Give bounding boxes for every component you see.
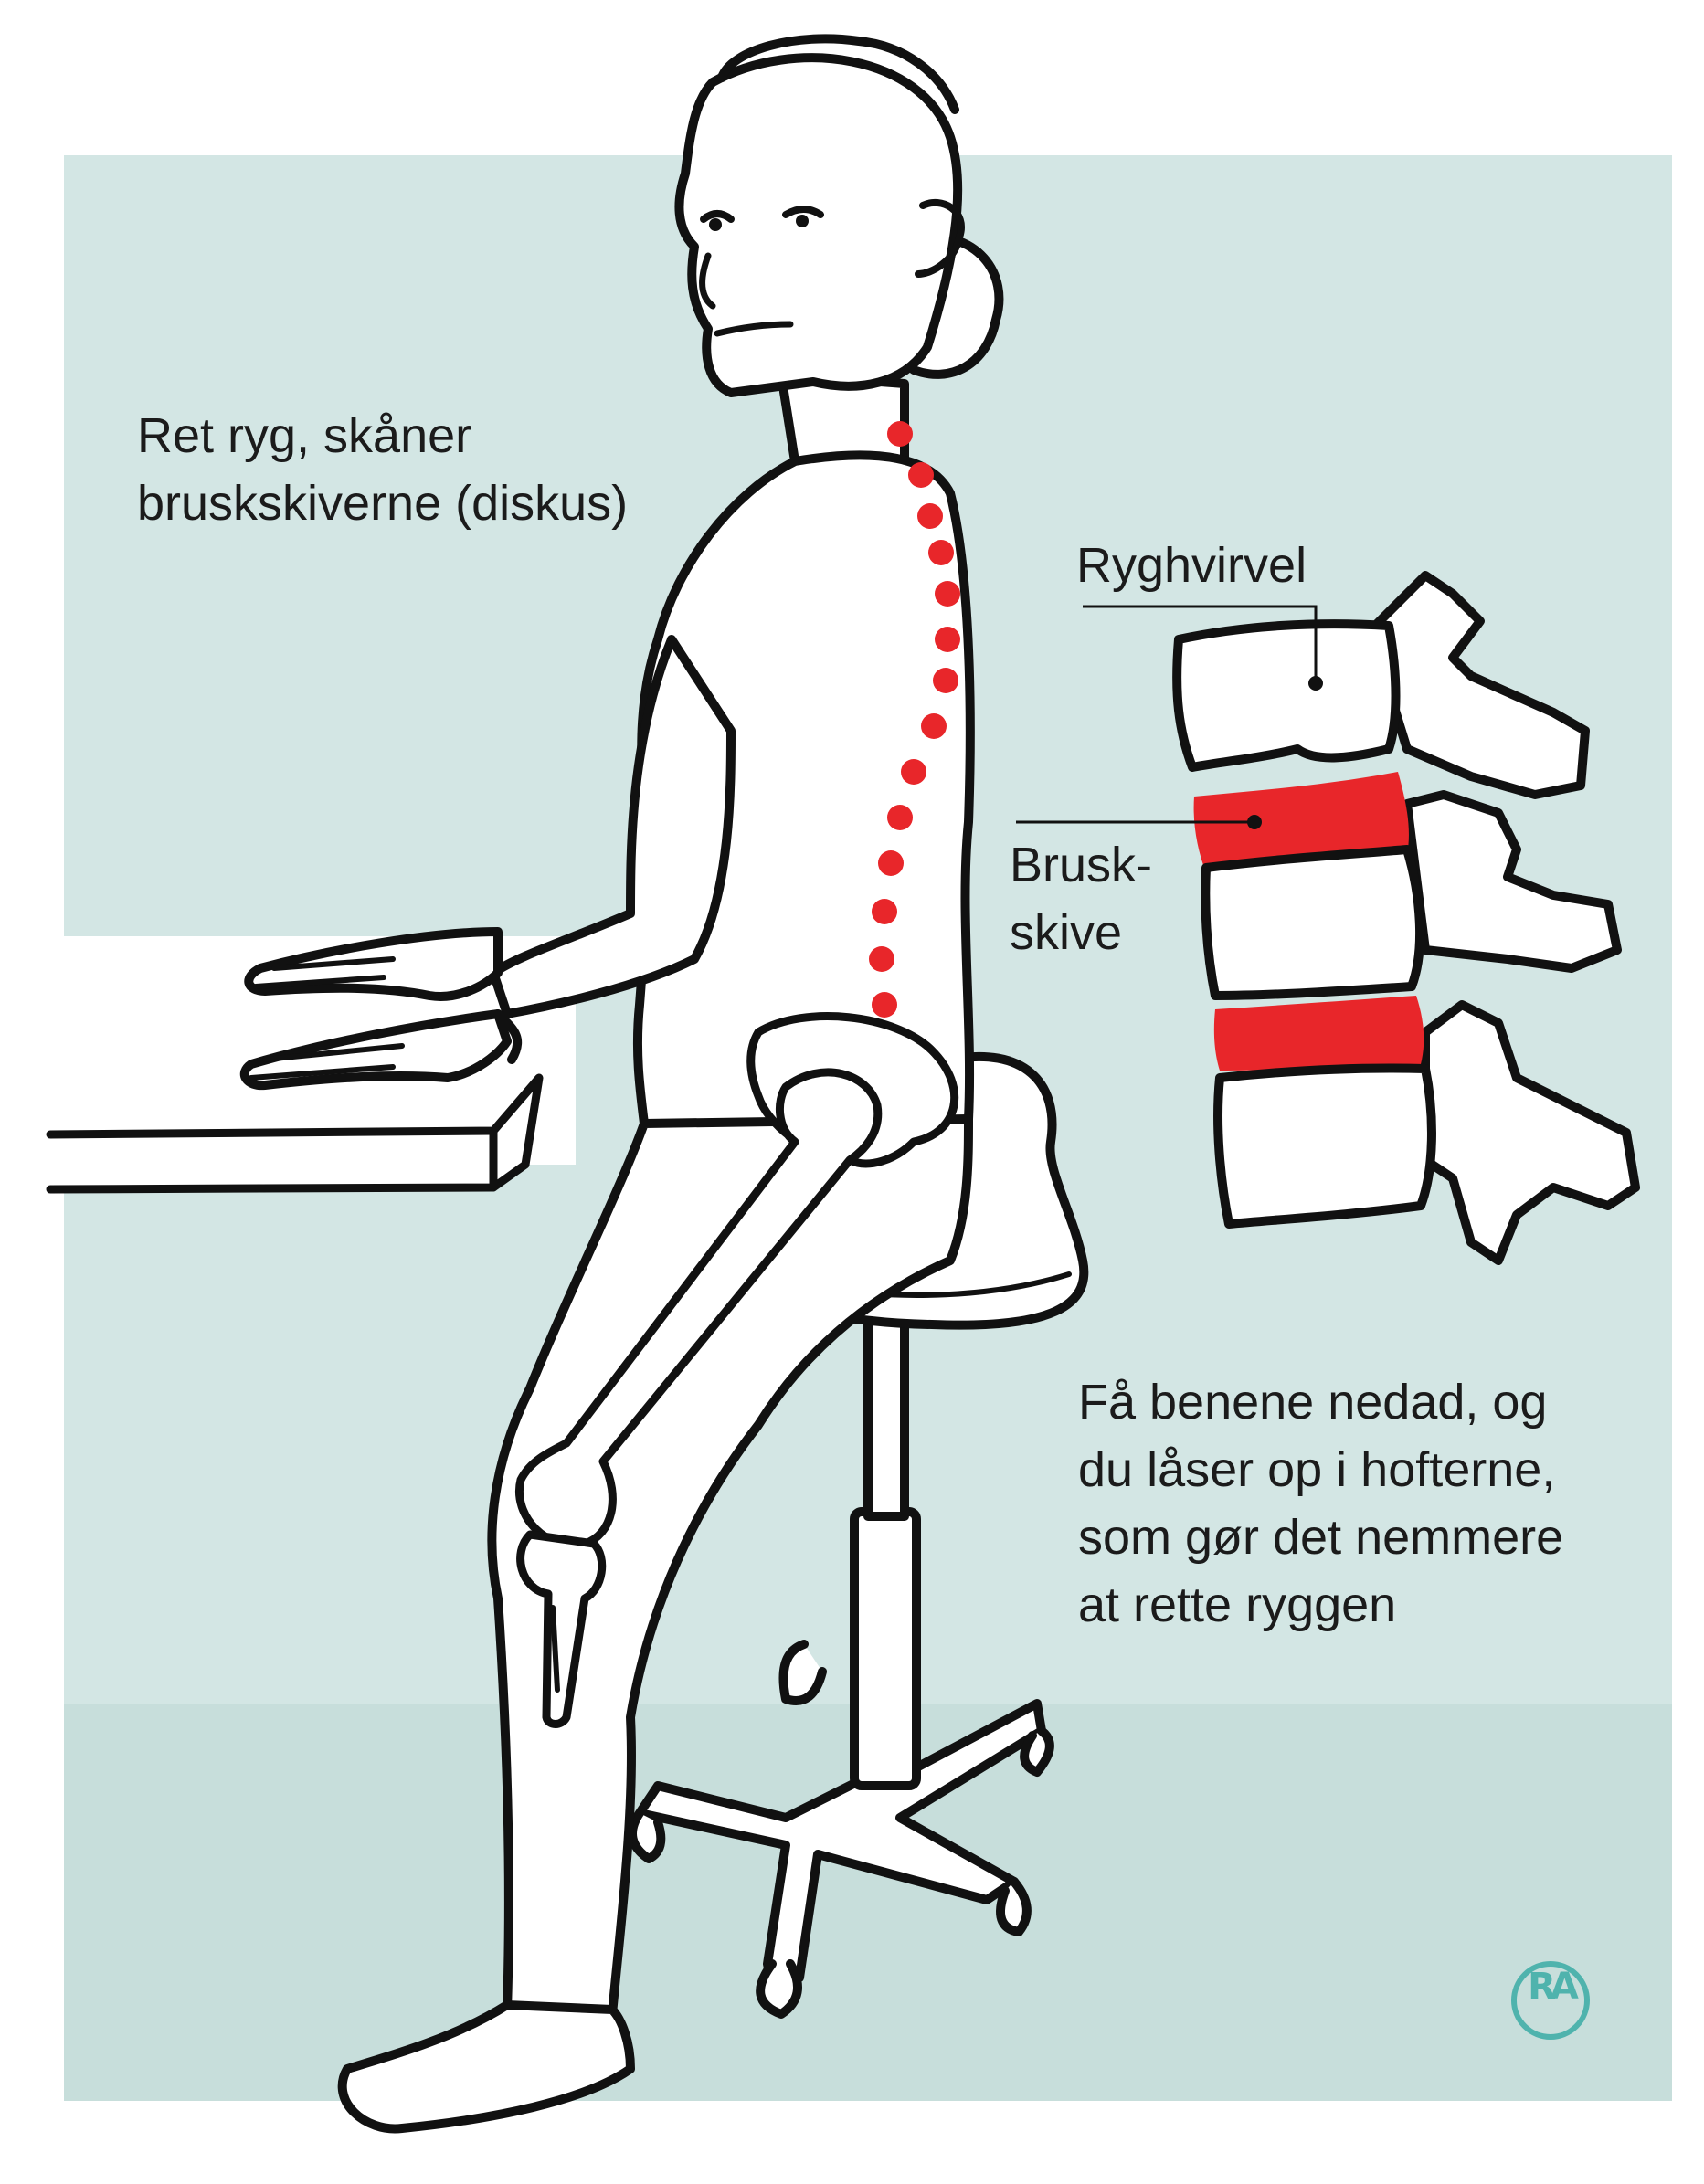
desk — [46, 1073, 544, 1194]
arm — [489, 635, 736, 1018]
spine-dot — [872, 992, 897, 1018]
spine-dot — [935, 581, 960, 607]
legs — [487, 1114, 973, 2019]
disc-label-line: Brusk- — [1010, 838, 1153, 892]
spine-dot — [878, 850, 904, 876]
spine-dot — [887, 421, 913, 447]
legs-note-line: du låser op i hofterne, — [1078, 1442, 1556, 1497]
stool-base — [635, 1699, 1046, 1991]
spine-dot — [872, 899, 897, 924]
spine-dots — [869, 421, 960, 1018]
legs-note-line: som gør det nemmere — [1078, 1510, 1564, 1565]
vertebra-label-text: Ryghvirvel — [1076, 538, 1307, 593]
pointer-dot-disc — [1247, 815, 1262, 829]
disc-1 — [1193, 772, 1409, 872]
spine-dot — [917, 503, 943, 529]
pointer-dot-vertebra — [1308, 676, 1323, 691]
legs-note-label: Få benene nedad, og du låser op i hofter… — [1078, 1368, 1563, 1639]
spine-dot — [935, 627, 960, 652]
vertebra-body-3 — [1213, 1063, 1436, 1229]
leg-bones — [515, 1012, 959, 1728]
disc-label: Brusk- skive — [1010, 831, 1152, 966]
spine-dot — [928, 540, 954, 565]
vertebra-process-mid — [1402, 790, 1622, 973]
vertebra-label: Ryghvirvel — [1076, 532, 1307, 599]
spine-note-line: Ret ryg, skåner — [137, 408, 472, 463]
vertebra-body-2 — [1201, 845, 1425, 1000]
spine-dot — [887, 805, 913, 830]
signature-logo — [1511, 1961, 1590, 2040]
vertebra-process-low — [1421, 1000, 1640, 1265]
signature-text: RA — [1528, 1966, 1579, 2008]
spine-note-line: bruskskiverne (diskus) — [137, 476, 629, 531]
stool-column-lower — [850, 1507, 921, 1790]
vertebra-body-1 — [1172, 619, 1401, 772]
spine-dot — [921, 713, 947, 739]
legs-note-line: at rette ryggen — [1078, 1577, 1397, 1632]
leader-lines — [1016, 605, 1318, 824]
disc-label-line: skive — [1010, 905, 1123, 960]
disc-2 — [1213, 996, 1424, 1071]
shoe — [337, 2000, 635, 2134]
legs-note-line: Få benene nedad, og — [1078, 1375, 1548, 1430]
leader-vertebra — [1083, 605, 1318, 681]
spine-dot — [901, 759, 926, 785]
vertebra-diagram — [1172, 571, 1640, 1265]
spine-dot — [869, 946, 894, 972]
head — [674, 53, 963, 397]
tibia — [516, 1530, 607, 1728]
spine-dot — [908, 462, 934, 488]
spine-dot — [933, 668, 958, 693]
spine-note-label: Ret ryg, skåner bruskskiverne (diskus) — [137, 402, 628, 537]
vertebra-process-top — [1366, 571, 1590, 799]
